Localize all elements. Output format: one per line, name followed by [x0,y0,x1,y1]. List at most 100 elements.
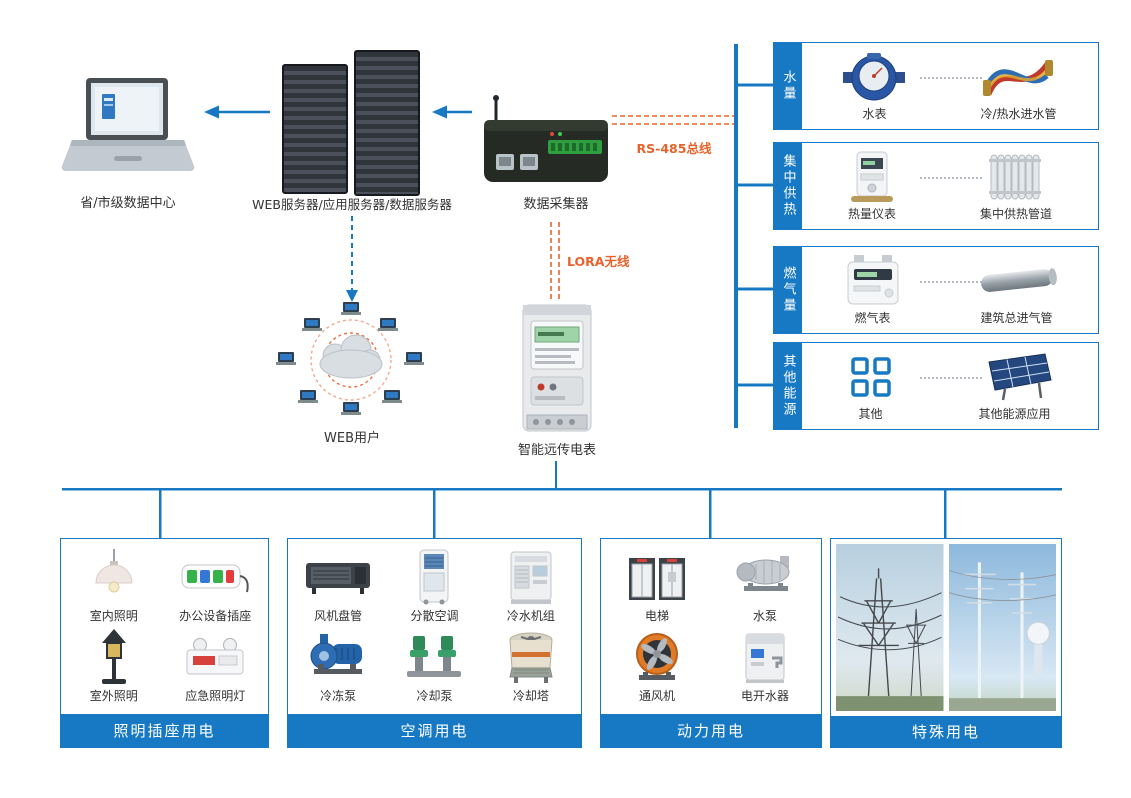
section-other-energy-tab: 其他能源 [774,343,802,429]
transmission-lines-image [836,544,944,712]
other-item: 其他 [848,351,894,422]
hoses-icon [983,59,1054,96]
section-water-content: 水表 冷/热水进水管 [802,43,1098,129]
section-gas-content: 燃气表 [802,247,1098,333]
garden-lamp-icon [101,629,126,685]
dotted-connector [920,177,983,179]
server-rack-icon [282,64,348,194]
water-hose-item: 冷/热水进水管 [980,51,1057,122]
indoor-lighting-label: 室内照明 [89,608,138,623]
section-other-energy: 其他能源 其他 [773,342,1099,430]
heat-meter-label: 热量仪表 [847,206,896,221]
cloud-network-icon [276,302,424,415]
pendant-lamp-icon [95,548,133,593]
emergency-light-icon [186,638,244,675]
solar-item: 其他能源应用 [977,351,1053,422]
smart-meter-node [517,303,597,438]
cooling-tower-item: 冷却塔 [502,629,560,704]
web-users-label: WEB用户 [324,431,380,446]
elevator-label: 电梯 [644,608,669,623]
office-socket-item: 办公设备插座 [179,549,251,624]
section-gas-tab: 燃气量 [774,247,802,333]
cooling-tower-label: 冷却塔 [512,689,549,704]
cooling-pump-item: 冷却泵 [405,629,463,704]
transmission-lines-photo [836,544,944,712]
panel-special-photos [831,539,1061,716]
chiller-item: 冷水机组 [506,549,556,624]
panel-lighting-grid: 室内照明 办公设备插座 [61,539,268,714]
heat-meter-item: 热量仪表 [848,151,896,222]
gas-pipe-icon [980,267,1057,292]
collector-node [482,94,610,189]
fan-coil-item: 风机盘管 [304,549,372,624]
elevator-item: 电梯 [627,549,687,624]
panel-power-grid: 电梯 水泵 [601,539,821,714]
section-gas: 燃气量 燃气表 [773,246,1099,334]
radiator-label: 集中供热管道 [979,206,1052,221]
indoor-lighting-item: 室内照明 [89,548,139,624]
lora-label: LORA无线 [567,254,630,269]
emergency-light-item: 应急照明灯 [183,629,247,704]
chilled-pump-item: 冷冻泵 [306,629,370,704]
portable-ac-icon [419,549,449,605]
laptop-icon [61,78,195,171]
outdoor-lighting-item: 室外照明 [90,629,138,704]
ventilator-item: 通风机 [629,629,685,704]
panel-lighting: 室内照明 办公设备插座 [60,538,269,748]
emergency-light-label: 应急照明灯 [185,689,246,704]
server-rack-icon [354,50,420,196]
ventilator-label: 通风机 [638,689,675,704]
solar-label: 其他能源应用 [978,406,1051,421]
section-other-energy-content: 其他 其他能源应用 [802,343,1098,429]
water-pump-label: 水泵 [752,608,777,623]
radiator-item: 集中供热管道 [980,151,1052,222]
water-meter-label: 水表 [862,106,887,121]
section-heating-tab: 集中供热 [774,143,802,229]
dotted-connector [920,77,983,79]
fan-coil-icon [306,562,371,594]
data-center-label: 省/市级数据中心 [80,196,176,211]
section-heating: 集中供热 热量仪表 [773,142,1099,230]
gas-pipe-item: 建筑总进气管 [977,255,1057,326]
panel-hvac: 风机盘管 分散空调 [287,538,582,748]
gas-meter-label: 燃气表 [854,310,891,325]
split-ac-label: 分散空调 [410,608,459,623]
water-boiler-label: 电开水器 [740,689,789,704]
data-center-node [58,76,198,188]
water-meter-icon [843,52,906,100]
cooling-tower-icon [509,632,553,684]
utility-poles-image [948,544,1056,712]
water-meter-item: 水表 [843,51,906,122]
split-ac-item: 分散空调 [410,549,459,624]
section-water-tab: 水量 [774,43,802,129]
panel-special: 特殊用电 [830,538,1062,748]
water-pump-icon [736,555,790,591]
panel-special-footer: 特殊用电 [831,716,1061,747]
data-collector-icon [484,95,608,182]
section-water: 水量 水表 [773,42,1099,130]
dotted-connector [920,281,983,283]
cooling-pump-icon [407,636,462,678]
rs485-label: RS-485总线 [636,141,712,156]
gas-pipe-label: 建筑总进气管 [980,310,1053,325]
panel-power: 电梯 水泵 [600,538,822,748]
chiller-icon [510,551,552,604]
chilled-pump-label: 冷冻泵 [320,689,357,704]
gas-meter-item: 燃气表 [844,254,902,326]
other-label: 其他 [858,406,883,421]
water-hose-label: 冷/热水进水管 [980,106,1057,121]
power-strip-icon [181,564,249,592]
gas-meter-icon [847,254,898,304]
outdoor-lighting-label: 室外照明 [89,689,138,704]
cooling-pump-label: 冷却泵 [416,689,453,704]
chiller-label: 冷水机组 [506,608,555,623]
radiator-icon [988,154,1041,199]
office-socket-label: 办公设备插座 [179,608,252,623]
fan-coil-label: 风机盘管 [314,608,363,623]
panel-hvac-grid: 风机盘管 分散空调 [288,539,581,714]
water-boiler-icon [745,633,785,684]
collector-label: 数据采集器 [523,197,589,212]
elevator-icon [629,557,685,600]
heat-meter-icon [850,151,893,202]
